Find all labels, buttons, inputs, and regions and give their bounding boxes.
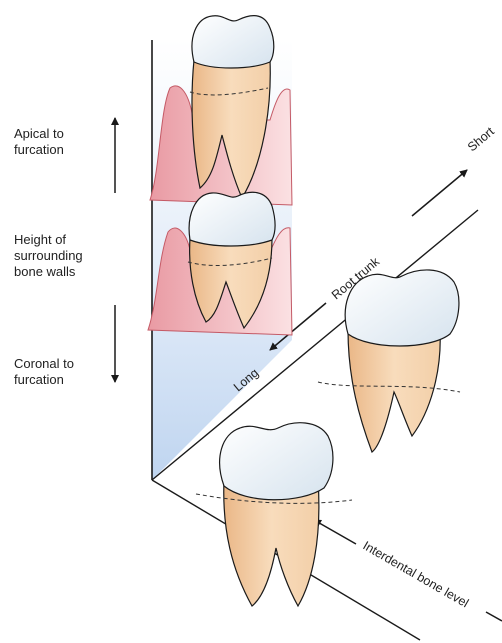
- tooth-long-trunk: [196, 423, 352, 606]
- crown: [189, 192, 275, 246]
- short-arrow: [412, 170, 467, 216]
- short-label: Short: [465, 124, 497, 154]
- interdental-tail: [486, 612, 502, 621]
- crown: [220, 423, 333, 500]
- coronal-label: Coronal to furcation: [14, 356, 74, 388]
- apical-label: Apical to furcation: [14, 126, 64, 158]
- interdental-label: Interdental bone level: [361, 538, 472, 610]
- root: [348, 330, 440, 452]
- interdental-arrow: [314, 520, 356, 544]
- height-label: Height of surrounding bone walls: [14, 232, 83, 280]
- crown: [192, 16, 274, 68]
